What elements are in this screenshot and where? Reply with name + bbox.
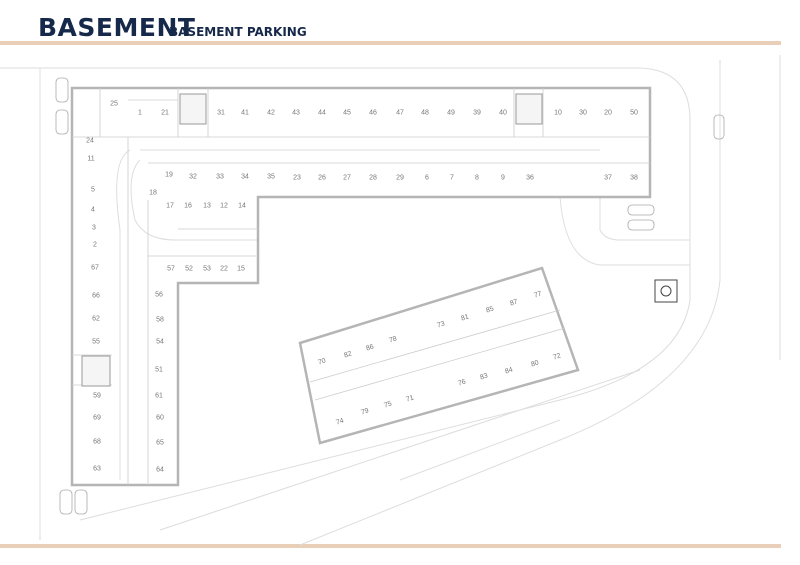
parking-spot-label: 42: [267, 109, 275, 117]
footer-rule: [0, 544, 781, 548]
parking-spot-label: 39: [473, 109, 481, 117]
parking-spot-label: 28: [369, 174, 377, 182]
header-rule: [0, 41, 781, 45]
page-subtitle: BASEMENT PARKING: [169, 25, 307, 39]
parking-spot-label: 55: [92, 338, 100, 346]
parking-spot-label: 17: [166, 202, 174, 210]
parking-spot-label: 40: [499, 109, 507, 117]
parking-spot-label: 61: [155, 392, 163, 400]
parking-spot-label: 7: [450, 174, 454, 182]
roads: [0, 55, 781, 546]
parking-spot-label: 24: [86, 137, 94, 145]
parking-spot-label: 53: [203, 265, 211, 273]
stair-cores: [81, 93, 678, 387]
parking-spot-label: 46: [369, 109, 377, 117]
parking-spot-label: 52: [185, 265, 193, 273]
parking-spot-label: 45: [343, 109, 351, 117]
parking-spot-label: 15: [237, 265, 245, 273]
parking-spot-label: 41: [241, 109, 249, 117]
parking-spot-label: 29: [396, 174, 404, 182]
parking-spot-label: 68: [93, 438, 101, 446]
parking-spot-label: 5: [91, 186, 95, 194]
parking-spot-label: 58: [156, 316, 164, 324]
parking-spot-label: 66: [92, 292, 100, 300]
parking-spot-label: 48: [421, 109, 429, 117]
parking-spot-label: 14: [238, 202, 246, 210]
parking-spot-label: 44: [318, 109, 326, 117]
parking-spot-label: 25: [110, 100, 118, 108]
parking-spot-label: 49: [447, 109, 455, 117]
parking-spot-label: 18: [149, 189, 157, 197]
parking-spot-label: 59: [93, 392, 101, 400]
parking-spot-label: 23: [293, 174, 301, 182]
parking-spot-label: 8: [475, 174, 479, 182]
parking-spot-label: 19: [165, 171, 173, 179]
parking-spot-label: 2: [93, 241, 97, 249]
parking-spot-label: 33: [216, 173, 224, 181]
page-title: BASEMENT: [38, 13, 196, 42]
parking-spot-label: 34: [241, 173, 249, 181]
parking-spot-label: 43: [292, 109, 300, 117]
parking-spot-label: 62: [92, 315, 100, 323]
parking-spot-label: 63: [93, 465, 101, 473]
parking-spot-label: 11: [87, 155, 95, 163]
parking-spot-label: 31: [217, 109, 225, 117]
parking-spot-label: 38: [630, 174, 638, 182]
parking-spot-label: 57: [167, 265, 175, 273]
parking-spot-label: 10: [554, 109, 562, 117]
parking-spot-label: 4: [91, 206, 95, 214]
parking-spot-label: 60: [156, 414, 164, 422]
parking-spot-label: 16: [184, 202, 192, 210]
parking-spot-label: 32: [189, 173, 197, 181]
parking-spot-label: 56: [155, 291, 163, 299]
parking-spot-label: 65: [156, 439, 164, 447]
parking-spot-label: 3: [92, 224, 96, 232]
parking-spot-label: 50: [630, 109, 638, 117]
parking-spot-label: 20: [604, 109, 612, 117]
parking-spot-label: 67: [91, 264, 99, 272]
parking-spot-label: 1: [138, 109, 142, 117]
parking-spot-label: 36: [526, 174, 534, 182]
parking-spot-label: 21: [161, 109, 169, 117]
parking-spot-label: 37: [604, 174, 612, 182]
parking-spot-label: 35: [267, 173, 275, 181]
parking-spot-label: 54: [156, 338, 164, 346]
parking-spot-label: 47: [396, 109, 404, 117]
parked-cars: [55, 77, 725, 515]
parking-spot-label: 9: [501, 174, 505, 182]
parking-spot-label: 13: [203, 202, 211, 210]
parking-spot-label: 69: [93, 414, 101, 422]
building-walls: [70, 86, 652, 487]
parking-spot-label: 12: [220, 202, 228, 210]
parking-spot-label: 27: [343, 174, 351, 182]
parking-spot-label: 64: [156, 466, 164, 474]
bay-lines: [72, 88, 650, 485]
parking-spot-label: 22: [220, 265, 228, 273]
parking-spot-label: 51: [155, 366, 163, 374]
parking-spot-label: 6: [425, 174, 429, 182]
parking-spot-label: 30: [579, 109, 587, 117]
parking-spot-label: 26: [318, 174, 326, 182]
